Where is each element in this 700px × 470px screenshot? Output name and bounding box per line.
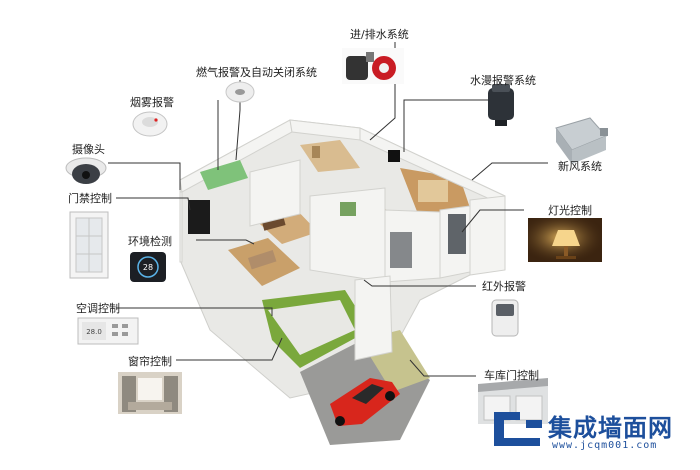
label-flood-alarm: 水漫报警系统	[470, 74, 536, 87]
camera-icon	[65, 157, 107, 184]
fresh-air-unit-icon	[555, 117, 608, 164]
access-door-panel	[188, 200, 210, 234]
door-access-panel-icon	[69, 211, 109, 279]
smoke-detector-icon	[132, 111, 168, 137]
label-water-system: 进/排水系统	[350, 28, 409, 41]
label-gas-alarm: 燃气报警及自动关闭系统	[196, 66, 317, 79]
environment-monitor-readout: 28	[143, 263, 153, 272]
watermark-text: 集成墙面网	[548, 414, 673, 442]
label-garage-control: 车库门控制	[484, 369, 539, 382]
curtain-room-photo	[118, 372, 182, 414]
water-pump-icon	[342, 48, 404, 84]
gas-detector-icon	[225, 81, 255, 103]
label-infrared-alarm: 红外报警	[482, 280, 526, 293]
ac-control-panel-icon: 28.0	[77, 317, 139, 345]
kitchen-counter	[200, 160, 248, 190]
leader-lines	[108, 42, 548, 377]
label-smoke-alarm: 烟雾报警	[130, 96, 174, 109]
flood-sensor-icon	[488, 84, 514, 126]
ac-panel-readout: 28.0	[86, 328, 102, 336]
infrared-sensor-icon	[491, 299, 519, 337]
label-access-control: 门禁控制	[68, 192, 112, 205]
label-ac-control: 空调控制	[76, 302, 120, 315]
label-light-control: 灯光控制	[548, 204, 592, 217]
red-car	[330, 378, 400, 426]
environment-monitor-icon: 28	[130, 252, 166, 282]
label-fresh-air: 新风系统	[558, 160, 602, 173]
watermark-url: www.jcqm001.com	[552, 440, 658, 451]
label-camera: 摄像头	[72, 143, 105, 156]
house-model	[179, 119, 506, 445]
label-environment: 环境检测	[128, 235, 172, 248]
table-lamp-icon	[528, 218, 602, 262]
watermark-logo-mark	[494, 412, 542, 446]
label-curtain-control: 窗帘控制	[128, 355, 172, 368]
